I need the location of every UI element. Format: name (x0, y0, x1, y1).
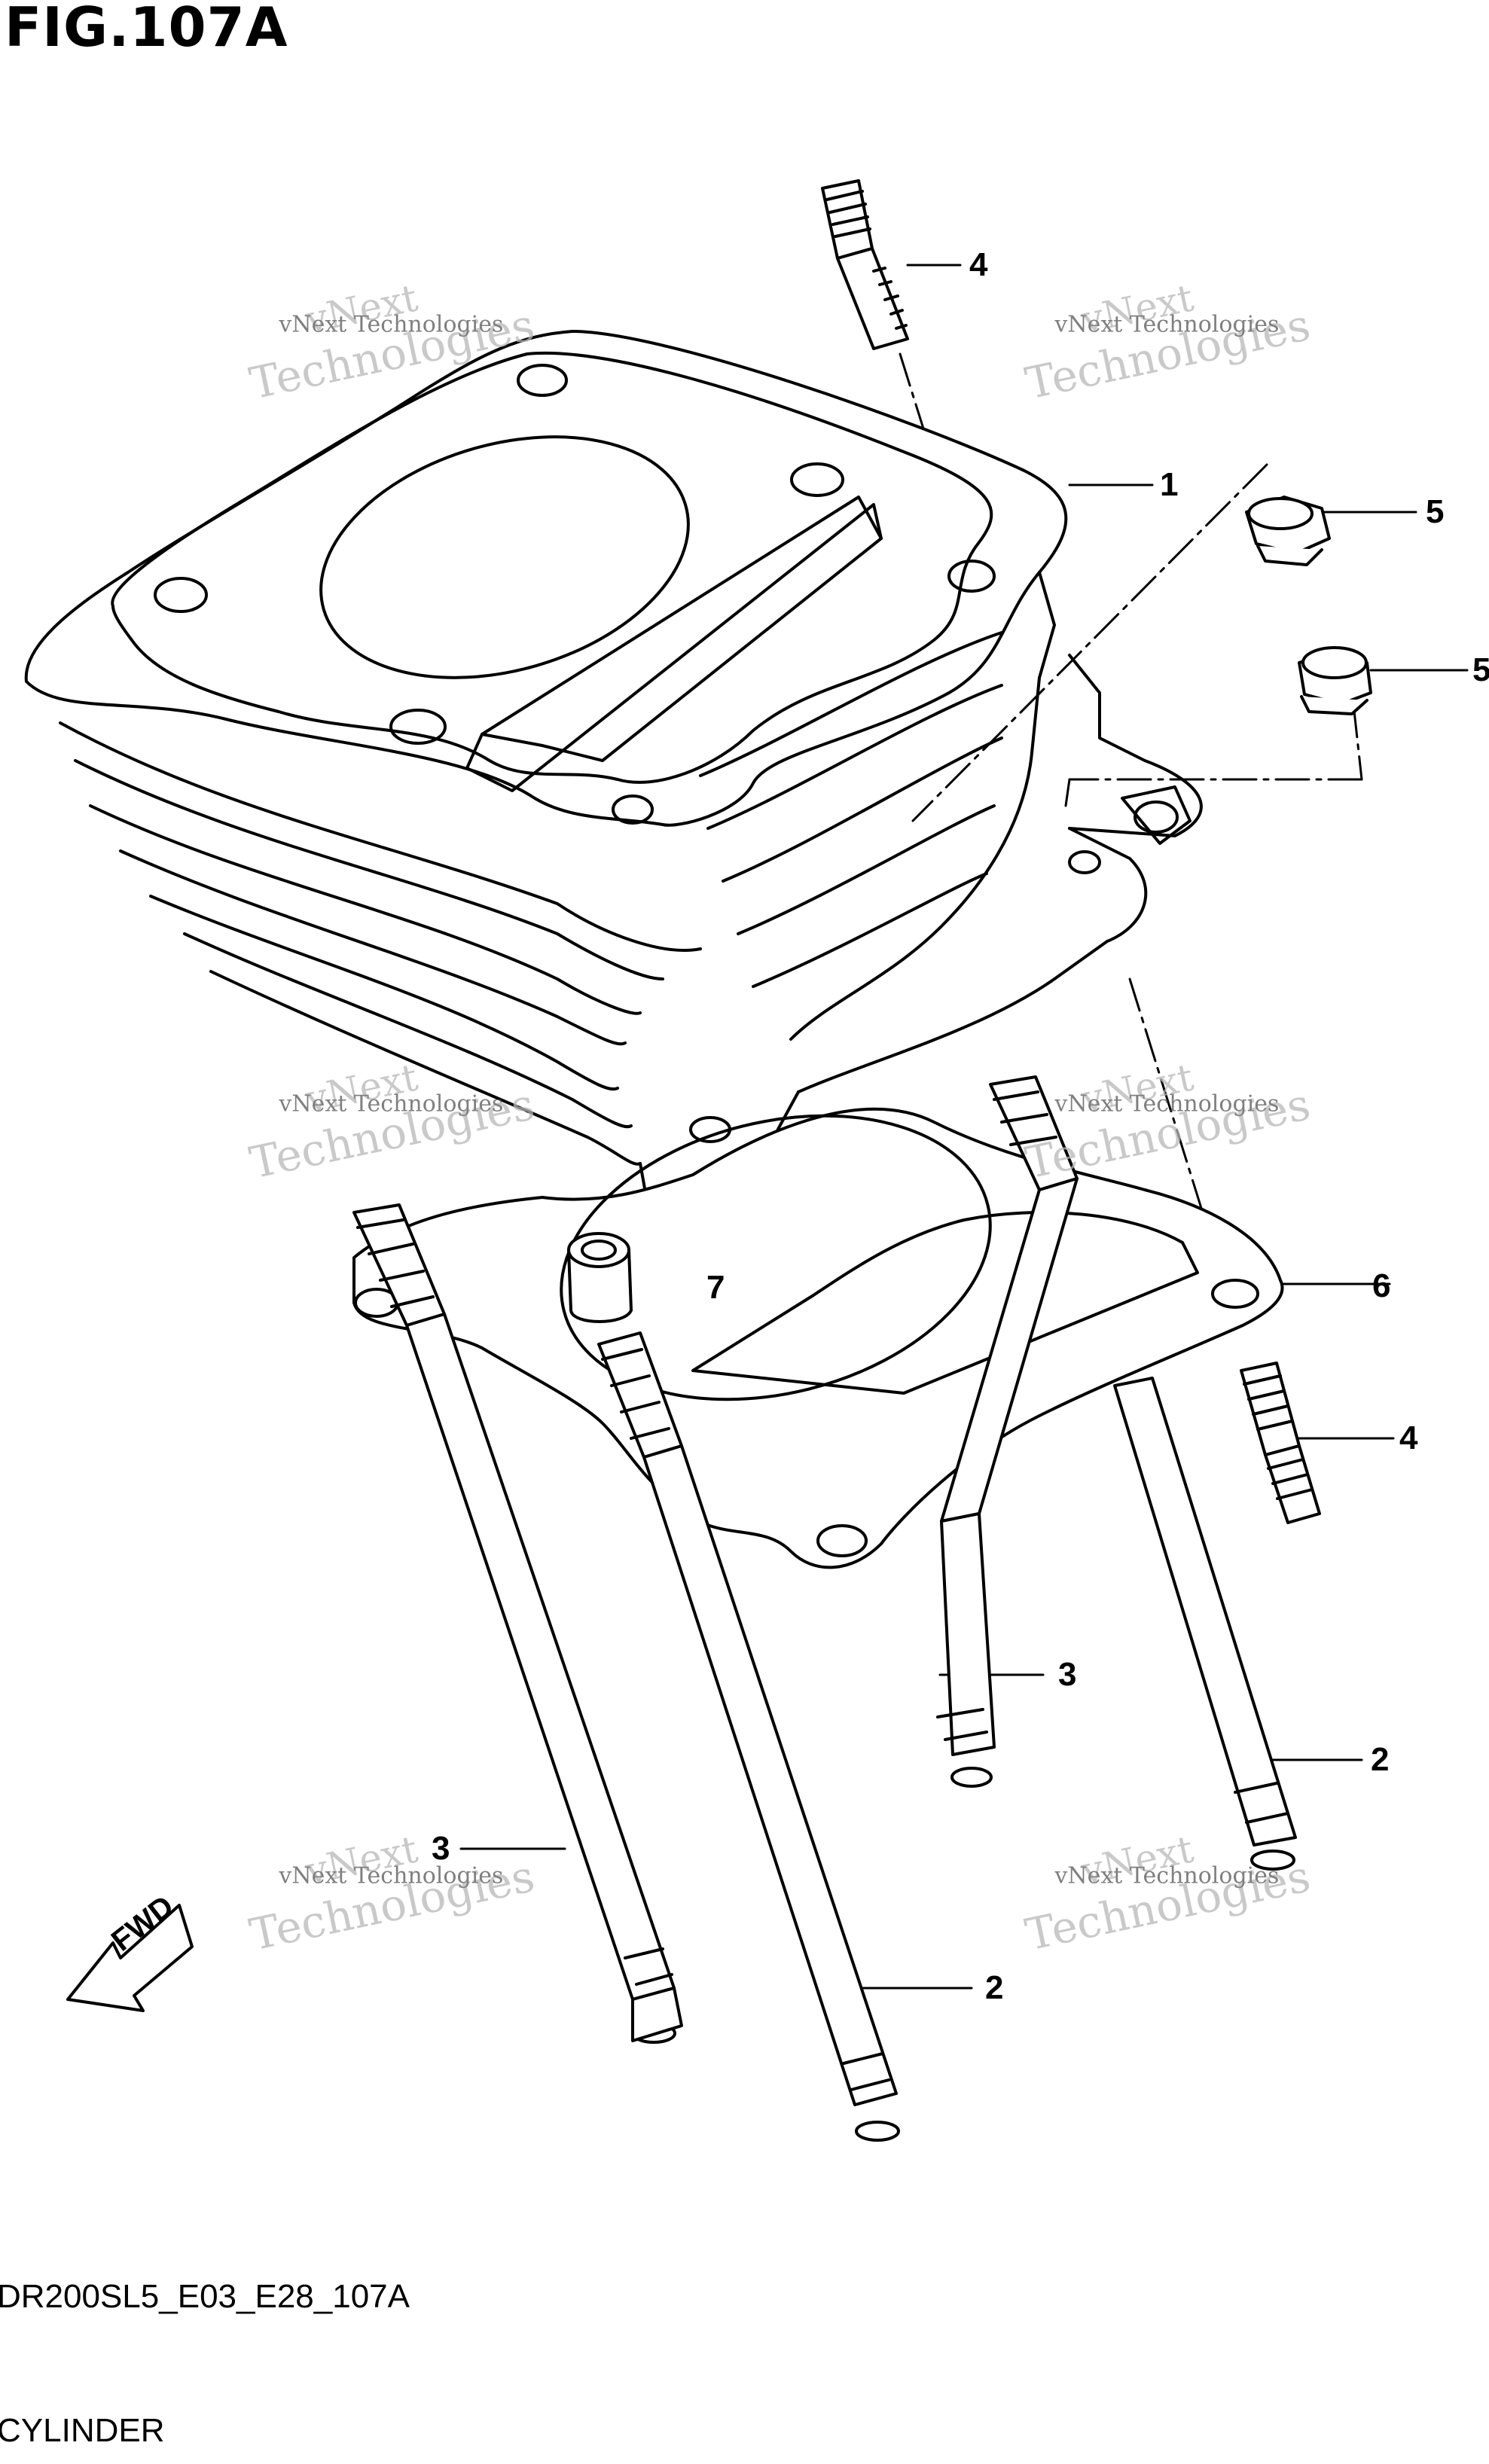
callout-part-5-lower: 5 (1472, 651, 1489, 688)
callout-part-2-right: 2 (1371, 1741, 1390, 1778)
figure-title: FIG.107A (5, 0, 288, 59)
callout-part-1: 1 (1160, 466, 1179, 503)
model-code: DR200SL5_E03_E28_107A (0, 2278, 410, 2315)
dowel-pin (567, 1232, 633, 1323)
stud-bolt-bottom (1240, 1362, 1321, 1524)
section-name: CYLINDER (0, 2412, 165, 2449)
callout-part-3-right: 3 (1058, 1656, 1077, 1693)
callout-part-2-center: 2 (985, 1969, 1004, 2006)
callout-part-5-upper: 5 (1426, 493, 1445, 530)
leader-lines (459, 264, 1469, 1990)
callout-part-4-bottom: 4 (1399, 1420, 1418, 1456)
fwd-arrow (66, 1904, 194, 2012)
callout-part-7: 7 (706, 1269, 725, 1306)
stud-bolt-top (821, 179, 909, 350)
callout-part-4-top: 4 (969, 246, 988, 283)
callout-part-6: 6 (1372, 1267, 1391, 1304)
long-studs (352, 1075, 1297, 2142)
flange-nuts (1245, 496, 1372, 715)
cylinder-block (24, 330, 1203, 1221)
callout-part-3-left: 3 (432, 1830, 450, 1867)
